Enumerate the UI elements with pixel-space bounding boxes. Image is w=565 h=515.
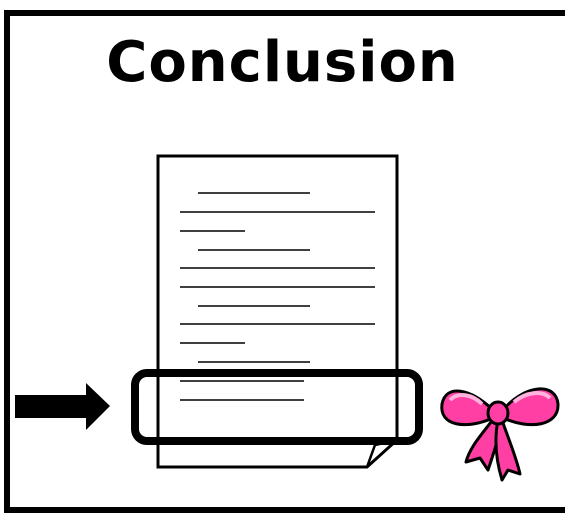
- document-page: [158, 156, 397, 467]
- gift-bow-icon: [442, 389, 558, 480]
- bow-knot: [488, 402, 508, 424]
- bow-right-tail: [496, 420, 520, 480]
- slide-title: Conclusion: [0, 30, 565, 95]
- arrow-right-icon: [15, 383, 110, 430]
- document-icon: [158, 156, 397, 467]
